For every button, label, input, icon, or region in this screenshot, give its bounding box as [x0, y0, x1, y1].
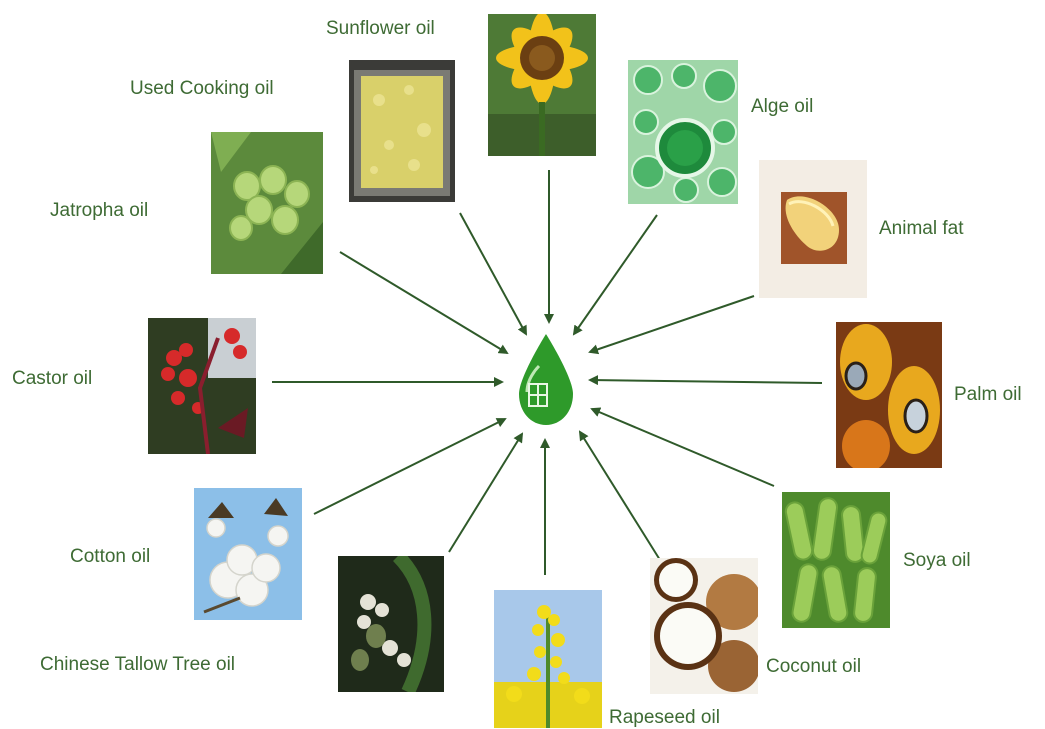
arrow-used-cooking — [460, 213, 526, 334]
arrow-animal-fat — [590, 296, 754, 352]
coconut-photo — [650, 558, 758, 694]
oil-drop-icon — [517, 332, 575, 428]
arrow-palm — [590, 380, 822, 383]
tallow-seeds-photo — [338, 556, 444, 692]
jatropha-fruit-photo — [211, 132, 323, 274]
label-coconut: Coconut oil — [766, 656, 861, 678]
castor-plant-photo — [148, 318, 256, 454]
arrow-coconut — [580, 432, 660, 560]
label-sunflower: Sunflower oil — [326, 18, 435, 40]
arrow-alge — [574, 215, 657, 334]
label-rapeseed: Rapeseed oil — [609, 707, 720, 729]
rapeseed-flower-photo — [494, 590, 602, 728]
sunflower-photo — [488, 14, 596, 156]
label-cotton: Cotton oil — [70, 546, 150, 568]
label-alge: Alge oil — [751, 96, 813, 118]
label-castor: Castor oil — [12, 368, 92, 390]
label-soya: Soya oil — [903, 550, 971, 572]
cotton-boll-photo — [194, 488, 302, 620]
arrow-soya — [592, 409, 774, 486]
fryer-oil-photo — [349, 60, 455, 202]
label-used-cooking: Used Cooking oil — [130, 78, 274, 100]
algae-cells-photo — [628, 60, 738, 204]
label-jatropha: Jatropha oil — [50, 200, 148, 222]
soybean-pods-photo — [782, 492, 890, 628]
label-palm: Palm oil — [954, 384, 1022, 406]
arrow-jatropha — [340, 252, 507, 353]
label-animal-fat: Animal fat — [879, 218, 963, 240]
fat-block-photo — [759, 160, 867, 298]
label-chinese-tallow: Chinese Tallow Tree oil — [40, 654, 235, 676]
palm-fruit-photo — [836, 322, 942, 468]
arrow-cotton — [314, 419, 505, 514]
arrow-chinese-tallow — [449, 434, 522, 552]
